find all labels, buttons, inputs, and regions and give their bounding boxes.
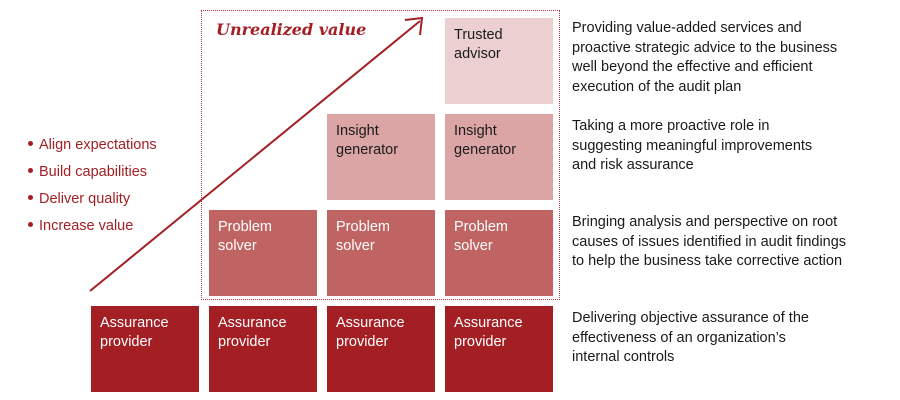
arrow-shaft xyxy=(89,20,421,292)
bullet-dot-icon xyxy=(28,167,33,173)
unrealized-value-label: Unrealized value xyxy=(216,20,367,39)
problem-solver-description: Bringing analysis and perspective on roo… xyxy=(572,214,847,269)
bullet-dot-icon xyxy=(28,194,33,200)
arrow-head xyxy=(404,16,424,36)
bullet-item: Align expectations xyxy=(28,132,157,159)
unrealized-value-frame xyxy=(201,10,560,300)
bullet-dot-icon xyxy=(28,221,33,227)
bullet-dot-icon xyxy=(28,140,33,146)
bullet-list: Align expectations Build capabilities De… xyxy=(28,132,157,240)
bullet-item: Build capabilities xyxy=(28,159,157,186)
bullet-item: Deliver quality xyxy=(28,186,157,213)
bullet-item: Increase value xyxy=(28,213,157,240)
